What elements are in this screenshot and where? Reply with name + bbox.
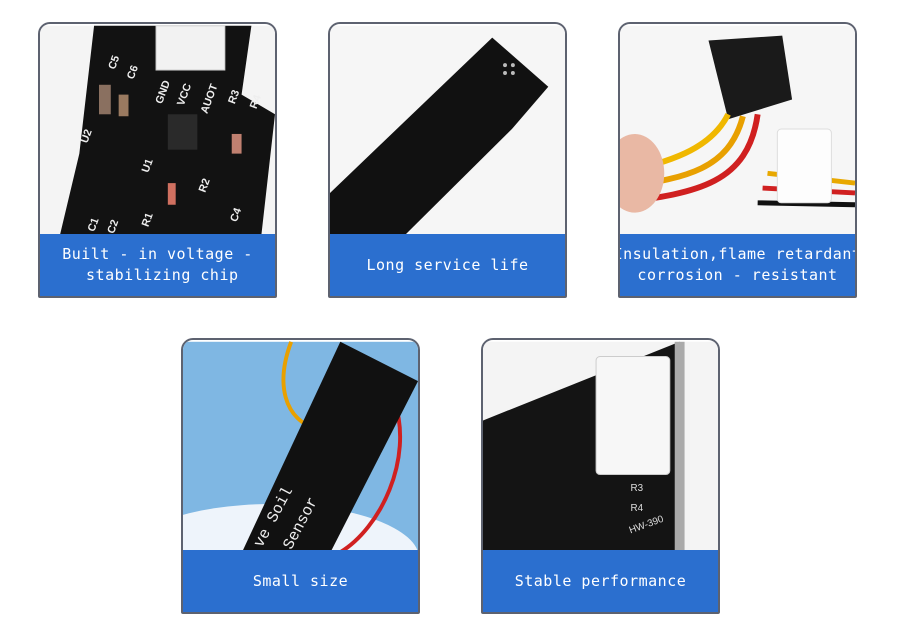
sensor-in-hand-photo: ve Soil Sensor	[183, 341, 418, 554]
feature-caption: Long service life	[330, 234, 565, 296]
pcb-label: U2	[79, 128, 95, 145]
feature-caption: Built - in voltage - stabilizing chip	[40, 234, 275, 296]
feature-caption: Stable performance	[483, 550, 718, 612]
feature-card-insulation: Insulation,flame retardant corrosion - r…	[618, 22, 857, 298]
pcb-label: R2	[197, 177, 213, 194]
feature-card-service-life: Long service life	[328, 22, 567, 298]
pcb-label: R3	[226, 88, 242, 105]
connector-closeup-photo: R3 R4 HW-390	[483, 341, 718, 553]
pcb-label: R4	[248, 93, 264, 110]
feature-card-small-size: ve Soil Sensor Small size	[181, 338, 420, 614]
pcb-label: R3	[630, 483, 643, 494]
pcb-label: C5	[106, 54, 122, 71]
sensor-probe-photo	[330, 25, 565, 237]
feature-caption: Insulation,flame retardant corrosion - r…	[620, 234, 855, 296]
pcb-label: C1	[86, 216, 102, 233]
pcb-label: R1	[140, 211, 156, 228]
pcb-label: C4	[228, 206, 244, 223]
pcb-label: C2	[105, 218, 121, 235]
pcb-label: U1	[140, 157, 156, 174]
pcb-label: R4	[630, 503, 643, 514]
feature-card-voltage-chip: C5 C6 GND VCC AUOT R3 R4 U2 U1 R2 C1 C2 …	[38, 22, 277, 298]
feature-caption: Small size	[183, 550, 418, 612]
cable-connector-photo	[620, 25, 855, 237]
pcb-label: C6	[125, 64, 141, 81]
feature-card-stable-performance: R3 R4 HW-390 Stable performance	[481, 338, 720, 614]
pcb-closeup-photo: C5 C6 GND VCC AUOT R3 R4 U2 U1 R2 C1 C2 …	[40, 25, 275, 237]
